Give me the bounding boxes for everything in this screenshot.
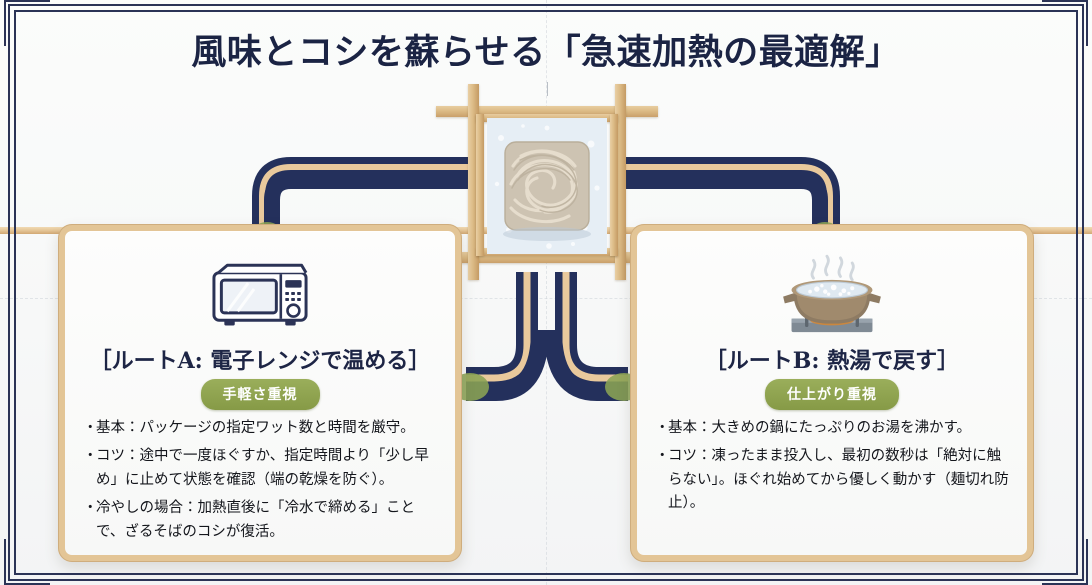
bullet-text: 基本：大きめの鍋にたっぷりのお湯を沸かす。 — [668, 420, 972, 436]
corner-bracket-top-right — [1042, 0, 1088, 46]
frame-beam-bottom — [436, 252, 658, 263]
route-card-b-badge-wrap: 仕上がり重視 — [637, 379, 1027, 410]
microwave-icon — [65, 253, 455, 337]
bullet-marker: ・ — [83, 420, 98, 436]
pipe-right-outer-b — [622, 173, 828, 232]
route-card-a[interactable]: ［ルートA: 電子レンジで温める］ 手軽さ重視 ・ 基本：パッケージの指定ワット… — [58, 224, 462, 562]
pipe-left-inner — [259, 164, 470, 230]
boiling-pot-icon — [637, 253, 1027, 337]
corner-bracket-top-left — [4, 0, 50, 46]
route-card-a-badge-wrap: 手軽さ重視 — [65, 379, 455, 410]
frozen-soba-noodle-block-image — [487, 118, 607, 254]
route-card-a-badge: 手軽さ重視 — [200, 379, 320, 410]
frame-hook — [547, 82, 548, 96]
bullet-text: コツ：凍ったまま投入し、最初の数秒は「絶対に触らない」。ほぐれ始めてから優しく動… — [668, 448, 1009, 512]
list-item: ・ 冷やしの場合：加熱直後に「冷水で締める」ことで、ざるそばのコシが復活。 — [83, 497, 439, 544]
bullet-marker: ・ — [83, 448, 98, 465]
outer-border — [8, 4, 1084, 581]
route-card-b-badge: 仕上がり重視 — [765, 379, 899, 410]
page-title: 風味とコシを蘇らせる「急速加熱の最適解」 — [191, 32, 901, 73]
inner-border — [14, 10, 1078, 575]
bullet-text: 冷やしの場合：加熱直後に「冷水で締める」ことで、ざるそばのコシが復活。 — [96, 500, 415, 540]
list-item: ・ 基本：パッケージの指定ワット数と時間を厳守。 — [83, 417, 439, 440]
pipe-center-right-branch-b — [544, 329, 628, 401]
corner-bracket-bottom-right — [1042, 539, 1088, 585]
route-card-a-bullets: ・ 基本：パッケージの指定ワット数と時間を厳守。 ・ コツ：途中で一度ほぐすか、… — [83, 417, 439, 549]
route-card-b-title: ［ルートB: 熱湯で戻す］ — [704, 348, 960, 374]
frame-post-right — [615, 84, 626, 280]
pipe-center-right-stripe — [562, 272, 628, 382]
pipe-center-left-stripe — [466, 272, 531, 382]
pipe-center-left-branch-b — [466, 329, 549, 401]
frame-inner-right — [610, 114, 618, 256]
list-item: ・ 基本：大きめの鍋にたっぷりのお湯を沸かす。 — [655, 417, 1011, 440]
frame-inner-left — [476, 114, 484, 256]
list-item: ・ コツ：途中で一度ほぐすか、指定時間より「少し早め」に止めて状態を確認（端の乾… — [83, 445, 439, 492]
frame-post-left — [468, 84, 479, 280]
corner-bracket-bottom-left — [4, 539, 50, 585]
bullet-text: コツ：途中で一度ほぐすか、指定時間より「少し早め」に止めて状態を確認（端の乾燥を… — [96, 448, 429, 488]
pipe-left-outer-b — [264, 173, 470, 232]
bullet-text: 基本：パッケージの指定ワット数と時間を厳守。 — [96, 420, 415, 436]
list-item: ・ コツ：凍ったまま投入し、最初の数秒は「絶対に触らない」。ほぐれ始めてから優し… — [655, 445, 1011, 515]
center-frame — [436, 82, 658, 280]
frame-beam-top — [436, 106, 658, 117]
bullet-marker: ・ — [655, 420, 670, 436]
bullet-marker: ・ — [655, 448, 670, 465]
route-card-b-bullets: ・ 基本：大きめの鍋にたっぷりのお湯を沸かす。 ・ コツ：凍ったまま投入し、最初… — [655, 417, 1011, 521]
route-card-a-title: ［ルートA: 電子レンジで温める］ — [89, 348, 431, 374]
route-card-b[interactable]: ［ルートB: 熱湯で戻す］ 仕上がり重視 ・ 基本：大きめの鍋にたっぷりのお湯を… — [630, 224, 1034, 562]
bullet-marker: ・ — [83, 500, 98, 517]
pipe-right-inner — [622, 164, 833, 230]
